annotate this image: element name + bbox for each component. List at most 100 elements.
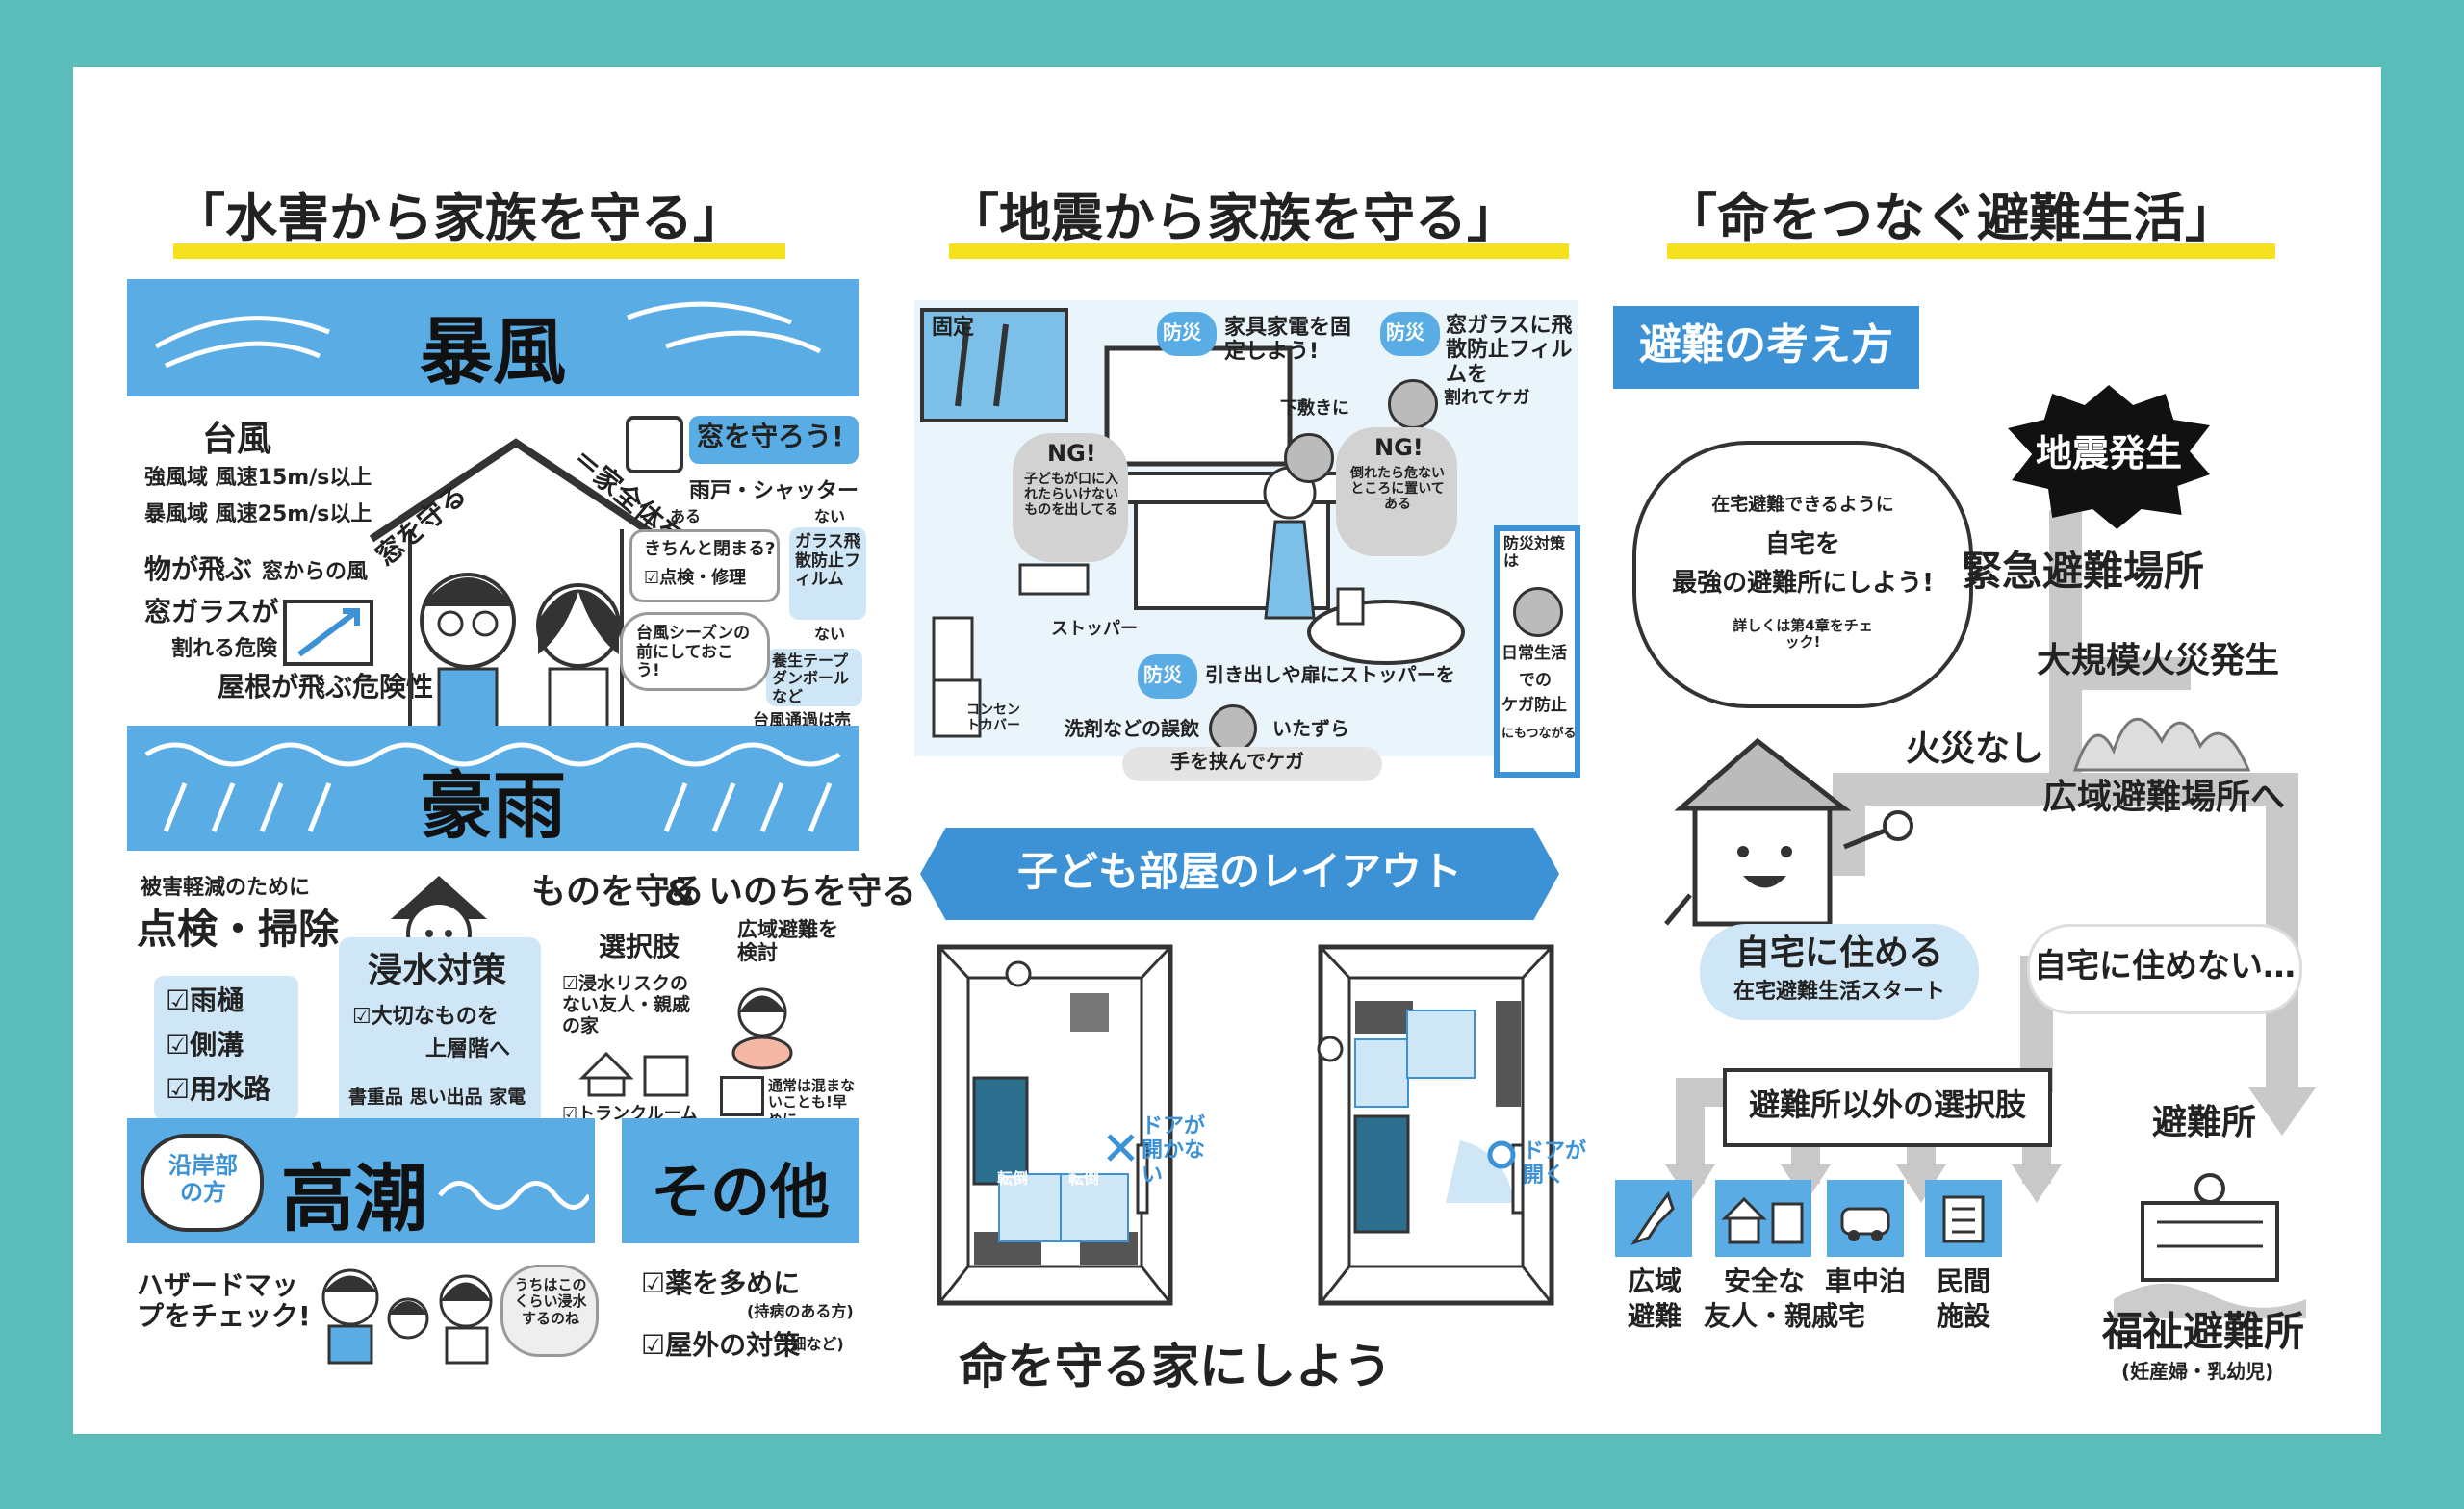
window-title-bg: [689, 416, 859, 464]
check-close: きちんと閉まる?: [644, 539, 776, 559]
no-fire-label: 火災なし: [1906, 729, 2045, 769]
other-heading: その他: [650, 1157, 830, 1227]
mischief-label: いたずら: [1272, 717, 1349, 740]
ng-label-1: NG!: [1047, 440, 1096, 467]
home-start-label: 在宅避難生活スタート: [1732, 980, 1945, 1004]
glass-break-1: 窓ガラスが: [144, 596, 279, 627]
fixed-label: 固定: [932, 316, 975, 340]
title-life-underline: [1667, 243, 2275, 259]
welfare-note: (妊産婦・乳幼児): [2121, 1360, 2274, 1383]
choice-friend-l1: 安全な: [1723, 1266, 1805, 1297]
fire-icon: [2072, 718, 2251, 772]
cannot-live-label: 自宅に住めない…: [2034, 947, 2296, 985]
has-label: ある: [670, 507, 702, 525]
door-ok-label: ドアが開く: [1523, 1139, 1587, 1189]
fall-label-2: 転倒: [1068, 1169, 1100, 1188]
cloud-line-1: 在宅避難できるように: [1711, 494, 1894, 515]
other-item-outdoor: ☑屋外の対策: [641, 1329, 801, 1361]
flood-item-1: ☑大切なものを: [352, 1005, 499, 1029]
shelter-label: 避難所: [2152, 1103, 2257, 1142]
mother-baby-icon: [732, 987, 793, 1070]
concept-label: 避難の考え方: [1639, 320, 1893, 370]
smile-window-icon: [626, 416, 683, 473]
house-family-icon: [369, 438, 663, 738]
cloud-line-4: 詳しくは第4章をチェック!: [1732, 617, 1873, 652]
wave-icon: [438, 1181, 589, 1210]
flood-measure-card: 浸水対策 ☑大切なものを 上層階へ 書重品 思い出品 家電: [339, 937, 541, 1139]
options-label: 避難所以外の選択肢: [1748, 1087, 2026, 1123]
shelter-building-icon: [2114, 1173, 2306, 1318]
season-label: 台風シーズンの前にしておこう!: [636, 624, 751, 681]
tide-heading: 高潮: [281, 1156, 427, 1241]
cloud-line-2: 自宅を: [1764, 530, 1840, 559]
bousai-label-1: 防災: [1163, 320, 1201, 344]
tape-card: 養生テープダンボールなど: [766, 649, 862, 706]
choice-friend-l2: 友人・親戚宅: [1704, 1300, 1866, 1332]
pinch-label: 手を挟んでケガ: [1170, 750, 1304, 773]
ng-text-2: 倒れたら危ないところに置いてある: [1350, 466, 1445, 513]
other-item-outdoor-note: (畑など): [783, 1335, 844, 1353]
flood-depth-label: うちはこのくらい浸水するのね: [514, 1276, 587, 1327]
typhoon-label: 台風: [202, 420, 272, 459]
face-icon-1: [1284, 433, 1334, 483]
check-repair: ☑点検・修理: [644, 568, 747, 588]
shutter-label: 雨戸・シャッター: [689, 479, 860, 503]
inspect-label: 点検・掃除: [137, 906, 340, 953]
options-box: 避難所以外の選択肢: [1723, 1068, 2052, 1147]
side-connect: にもつながる: [1502, 727, 1577, 741]
flood-depth-bubble: うちはこのくらい浸水するのね: [500, 1265, 599, 1357]
hazard-map-label: ハザードマップをチェック!: [137, 1269, 311, 1333]
other-band: その他: [622, 1118, 859, 1243]
outlet-label: コンセントカバー: [966, 703, 1020, 734]
emergency-site: 緊急避難場所: [1962, 548, 2205, 595]
storm-zone: 暴風域 風速25m/s以上: [144, 502, 372, 526]
quake-occur-label: 地震発生: [2035, 432, 2182, 474]
ng-bubble-1: NG! 子どもが口に入れたらいけないものを出してる: [1013, 433, 1128, 562]
living-room-scene: [920, 308, 1465, 738]
welfare-shelter: 福祉避難所: [2102, 1308, 2305, 1355]
film-label: 窓ガラスに飛散防止フィルムを: [1446, 314, 1573, 387]
title-quake: 「地震から家族を守る」: [947, 188, 1519, 248]
flood-measure-title: 浸水対策: [368, 951, 507, 990]
title-life: 「命をつなぐ避難生活」: [1665, 188, 2237, 248]
closing-message: 命を守る家にしよう: [959, 1339, 1392, 1394]
broken-window-icon: [283, 600, 373, 666]
flood-tags: 書重品 思い出品 家電: [348, 1087, 526, 1108]
flood-item-2: 上層階へ: [425, 1037, 511, 1061]
roof-fly: 屋根が飛ぶ危険性: [218, 671, 434, 703]
room-banner: 子ども部屋のレイアウト: [920, 828, 1559, 920]
inspect-item-canal: ☑用水路: [166, 1073, 271, 1105]
big-fire: 大規模火災発生: [2037, 641, 2280, 680]
fix-furniture-label: 家具家電を固定しよう!: [1224, 316, 1352, 365]
japan-map-icon: [1615, 1180, 1692, 1257]
face-icon-4: [1209, 704, 1257, 753]
face-icon-2: [1388, 379, 1438, 429]
season-cloud: 台風シーズンの前にしておこう!: [620, 612, 770, 691]
wide-area-consider: 広域避難を検討: [737, 918, 838, 965]
title-flood-underline: [173, 243, 785, 259]
reduce-label: 被害軽減のために: [141, 876, 311, 900]
side-injury: ケガ防止: [1502, 696, 1567, 715]
stopper-label: ストッパー: [1051, 619, 1138, 639]
wind-lines-icon: [154, 301, 822, 369]
glass-film-label: ガラス飛散防止フィルム: [795, 532, 860, 590]
room-layouts: [937, 944, 1554, 1306]
calendar-icon: [720, 1076, 764, 1116]
amp-label: &: [664, 874, 695, 913]
none-label-2: ない: [814, 625, 846, 643]
side-de: での: [1519, 671, 1552, 690]
check-card: きちんと閉まる? ☑点検・修理: [629, 529, 780, 602]
bousai-badge-1: 防災: [1157, 312, 1217, 356]
bousai-label-2: 防災: [1386, 320, 1424, 344]
early-note: 通常は混まないことも!早めに: [768, 1077, 856, 1127]
fall-under-label: 下敷きに: [1280, 398, 1349, 419]
can-live-bubble: 自宅に住める 在宅避難生活スタート: [1700, 924, 1979, 1020]
ng-text-1: 子どもが口に入れたらいけないものを出してる: [1024, 472, 1118, 519]
concept-banner: 避難の考え方: [1613, 306, 1919, 389]
face-icon-3: [1513, 587, 1563, 637]
choice-wide-l1: 広域: [1627, 1266, 1681, 1297]
house-storage-icon: [578, 1051, 689, 1097]
ng-label-2: NG!: [1374, 434, 1424, 461]
choice-title: 選択肢: [599, 931, 680, 962]
tide-band: 沿岸部の方 高潮: [127, 1118, 595, 1243]
